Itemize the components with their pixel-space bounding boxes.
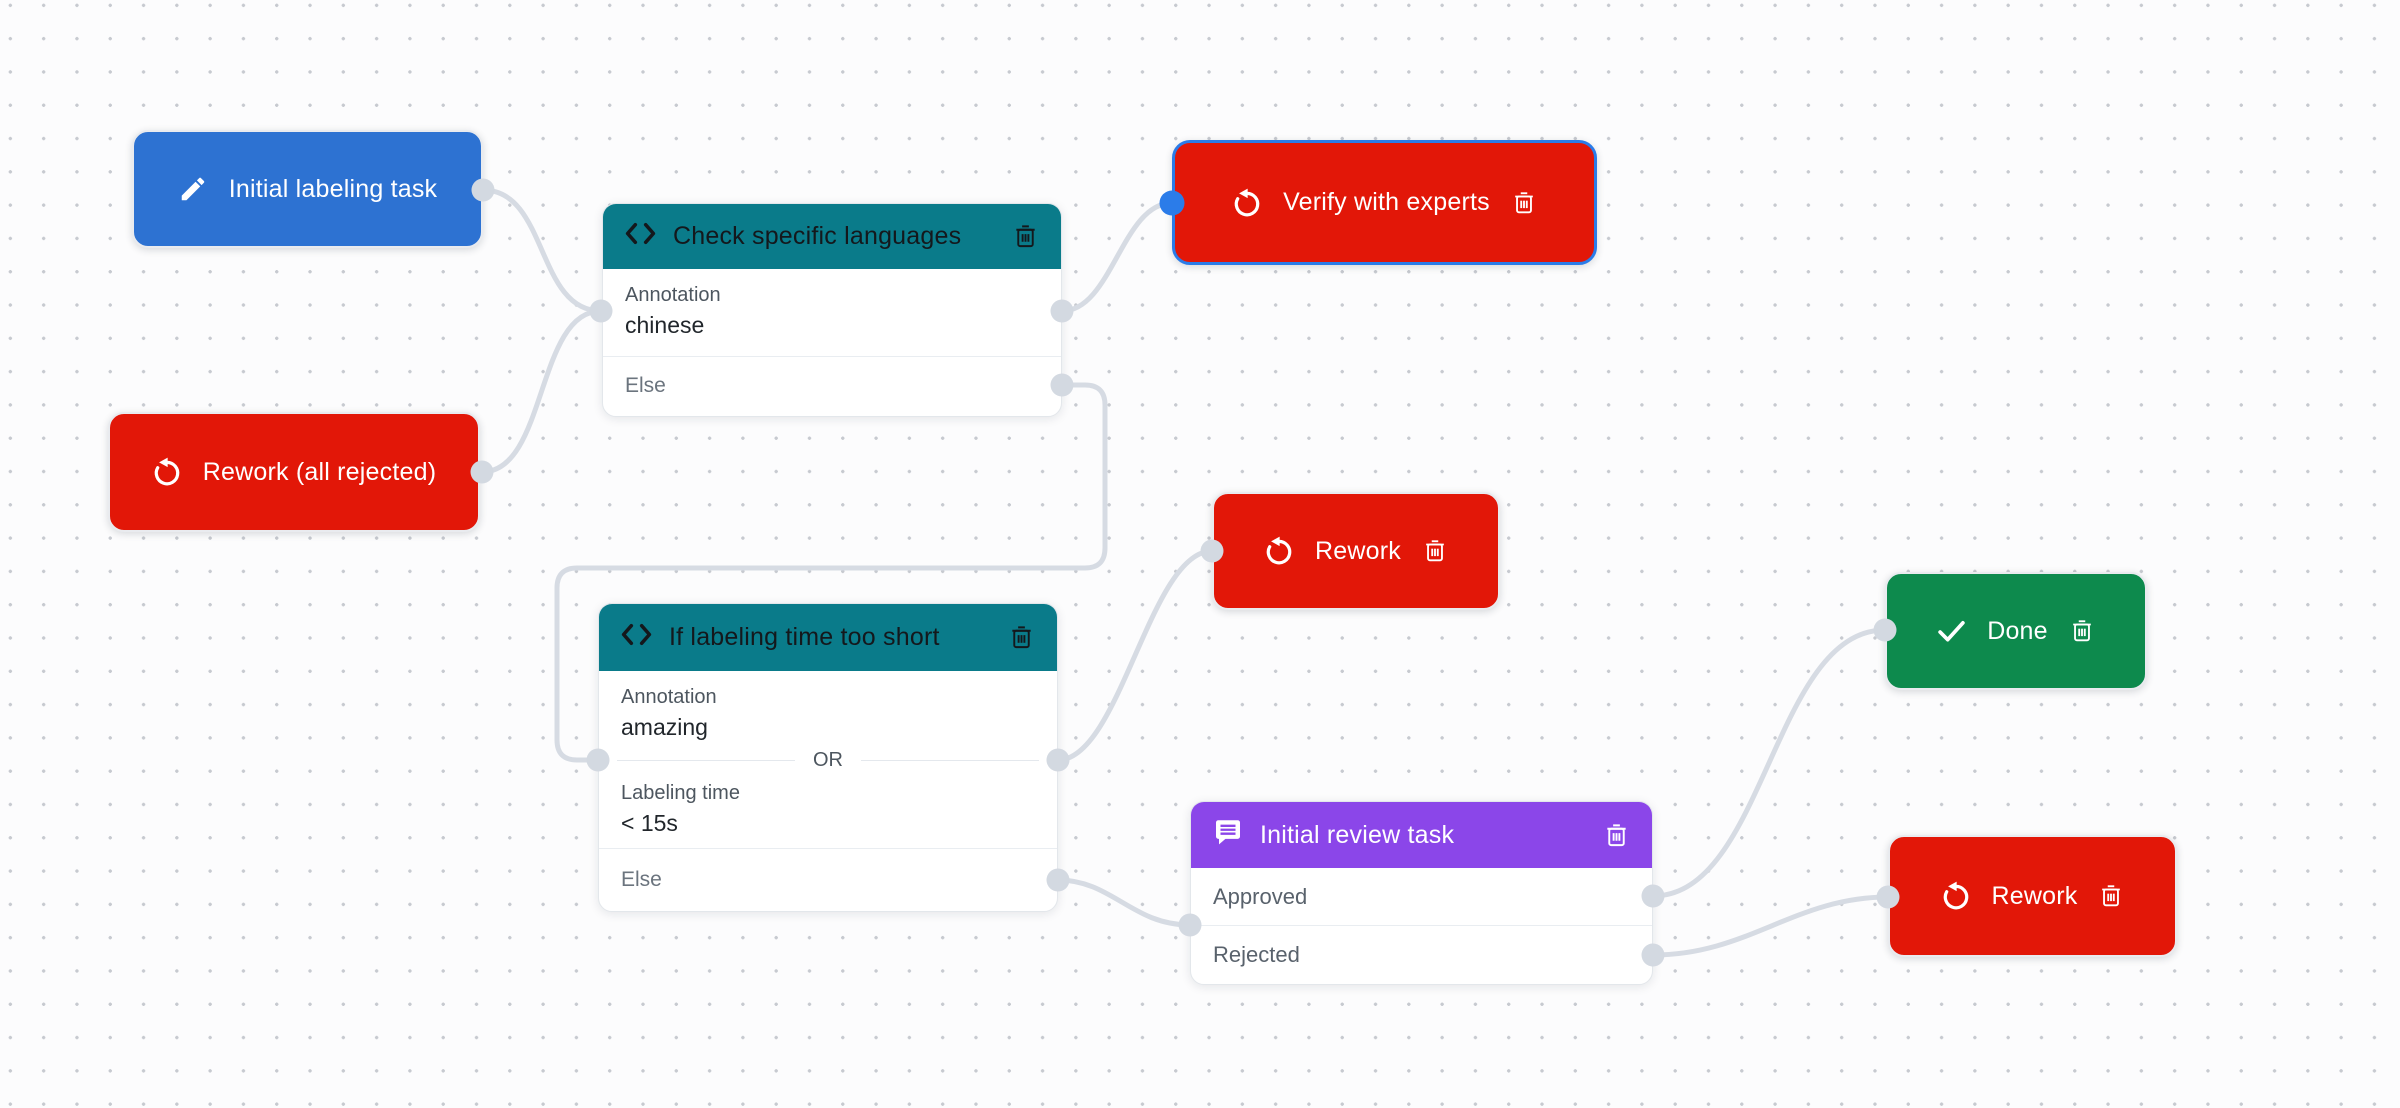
trash-icon[interactable] <box>2098 883 2124 909</box>
condition-section: Annotation chinese <box>603 269 1061 356</box>
edge-check-else-to-if[interactable] <box>554 382 1108 763</box>
trash-icon[interactable] <box>1511 190 1537 216</box>
trash-icon[interactable] <box>2069 618 2095 644</box>
trash-icon[interactable] <box>1008 624 1035 651</box>
condition-value: amazing <box>621 713 708 740</box>
handle-if-input[interactable] <box>586 748 610 772</box>
code-icon <box>625 221 656 253</box>
condition-section-2: Labeling time < 15s <box>599 772 1057 847</box>
handle-rework-bottom-input[interactable] <box>1876 885 1900 909</box>
rotate-ccw-icon <box>1264 536 1294 566</box>
node-initial-labeling-task[interactable]: Initial labeling task <box>132 130 483 248</box>
edge-if-else-to-review[interactable] <box>1055 877 1193 928</box>
handle-if-or-output[interactable] <box>1046 748 1070 772</box>
code-icon <box>621 622 652 654</box>
handle-check-else-output[interactable] <box>1050 373 1074 397</box>
edge-approved-to-done[interactable] <box>1650 627 1888 899</box>
edge-if-or-to-rework[interactable] <box>1055 548 1215 763</box>
else-row: Else <box>603 355 1061 416</box>
node-done[interactable]: Done <box>1885 572 2147 690</box>
check-icon <box>1937 618 1966 644</box>
or-label: OR <box>813 748 843 771</box>
node-check-specific-languages[interactable]: Check specific languages Annotation chin… <box>602 203 1062 417</box>
trash-icon[interactable] <box>1603 822 1630 849</box>
edge-check-annotation-to-verify[interactable] <box>1059 200 1175 314</box>
handle-review-approved-output[interactable] <box>1641 884 1665 908</box>
else-row: Else <box>599 847 1057 911</box>
node-header: Check specific languages <box>603 204 1061 269</box>
node-header: Initial review task <box>1191 802 1652 868</box>
condition-label: Labeling time <box>621 781 740 804</box>
node-title: Check specific languages <box>673 222 962 250</box>
rotate-ccw-icon <box>1232 188 1262 218</box>
node-rework-bottom[interactable]: Rework <box>1888 835 2177 957</box>
node-header: If labeling time too short <box>599 604 1057 671</box>
condition-value: chinese <box>625 312 705 339</box>
condition-label: Annotation <box>625 284 721 307</box>
handle-done-input[interactable] <box>1873 618 1897 642</box>
rotate-ccw-icon <box>1941 881 1971 911</box>
node-rework-all-rejected[interactable]: Rework (all rejected) <box>108 412 480 532</box>
edge-rejected-to-rework[interactable] <box>1650 894 1891 958</box>
handle-check-input[interactable] <box>589 299 613 323</box>
trash-icon[interactable] <box>1012 223 1039 250</box>
node-rework-middle[interactable]: Rework <box>1212 492 1500 610</box>
output-approved: Approved <box>1213 883 1308 909</box>
node-verify-with-experts[interactable]: Verify with experts <box>1172 140 1597 265</box>
node-title: Done <box>1987 616 2048 645</box>
node-title: If labeling time too short <box>669 623 940 651</box>
edge-rework-all-to-check[interactable] <box>479 308 604 475</box>
handle-if-else-output[interactable] <box>1046 868 1070 892</box>
node-initial-review-task[interactable]: Initial review task Approved Rejected <box>1190 801 1653 985</box>
handle-verify-input-active[interactable] <box>1159 190 1185 216</box>
node-title: Rework <box>1991 881 2078 910</box>
rotate-ccw-icon <box>152 457 182 487</box>
handle-rework-all-output[interactable] <box>470 460 494 484</box>
or-divider: OR <box>599 748 1057 772</box>
output-rejected: Rejected <box>1191 925 1652 984</box>
node-if-labeling-time-too-short[interactable]: If labeling time too short Annotation am… <box>598 603 1058 912</box>
condition-section-1: Annotation amazing <box>599 671 1057 748</box>
edge-initial-labeling-to-check[interactable] <box>480 187 604 314</box>
handle-check-annotation-output[interactable] <box>1050 299 1074 323</box>
handle-review-rejected-output[interactable] <box>1641 943 1665 967</box>
node-title: Rework <box>1315 536 1401 565</box>
node-title: Initial labeling task <box>228 174 438 203</box>
comment-icon <box>1213 817 1243 854</box>
trash-icon[interactable] <box>1422 538 1448 564</box>
condition-label: Annotation <box>621 685 717 708</box>
handle-rework-middle-input[interactable] <box>1200 539 1224 563</box>
node-title: Verify with experts <box>1283 188 1490 216</box>
handle-initial-labeling-output[interactable] <box>471 178 495 202</box>
node-title: Initial review task <box>1260 820 1455 849</box>
handle-review-input[interactable] <box>1178 913 1202 937</box>
node-title: Rework (all rejected) <box>202 457 437 486</box>
pencil-icon <box>178 174 208 204</box>
condition-value: < 15s <box>621 809 678 836</box>
